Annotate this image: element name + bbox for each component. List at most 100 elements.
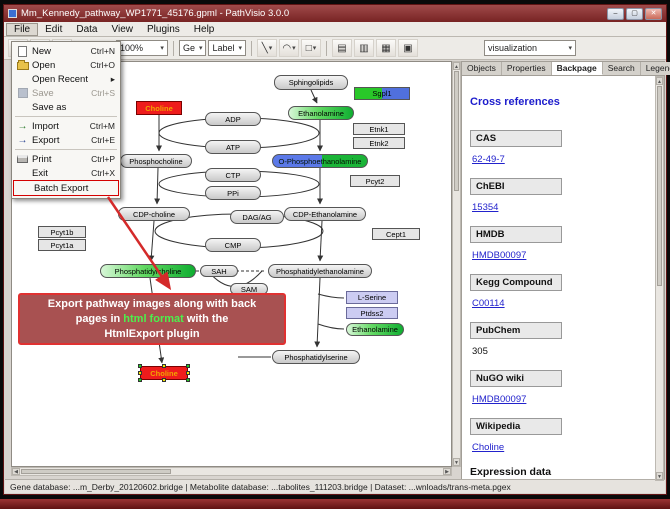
statusbar-text: Gene database: ...m_Derby_20120602.bridg… [10,481,511,492]
align-horizontal-button[interactable]: ▤ [332,39,353,57]
scroll-left-icon[interactable]: ◀ [12,468,20,475]
menubar-item-file[interactable]: File [6,22,39,36]
pathway-node-pcyt1b[interactable]: Pcyt1b [38,226,86,238]
scrollbar-thumb[interactable] [21,469,171,474]
selection-handle[interactable] [162,378,166,382]
tab-objects[interactable]: Objects [462,62,502,75]
close-button[interactable]: ✕ [645,7,662,20]
menu-item-shortcut: Ctrl+S [91,88,115,98]
pathway-node-sphingolipids[interactable]: Sphingolipids [274,75,348,90]
pathway-node-pcyt1a[interactable]: Pcyt1a [38,239,86,251]
minimize-button[interactable]: – [607,7,624,20]
pathway-node-o-phosphoethanolamine[interactable]: O-Phosphoethanolamine [272,154,368,168]
scroll-right-icon[interactable]: ▶ [443,468,451,475]
canvas-vertical-scrollbar[interactable]: ▲ ▼ [452,61,461,467]
pathway-node-choline-bottom[interactable]: Choline [138,364,190,382]
selection-handle[interactable] [186,378,190,382]
crossref-link[interactable]: 15354 [472,202,499,213]
pathway-node-pcyt2[interactable]: Pcyt2 [350,175,400,187]
menu-separator [15,116,117,117]
panel-scrollbar[interactable]: ▲ ▼ [655,76,664,481]
toolbar-separator [172,40,174,56]
shape-tool-button[interactable]: □▾ [301,39,322,57]
crossref-link[interactable]: 62-49-7 [472,154,505,165]
menu-item-shortcut: Ctrl+O [90,60,115,70]
pathway-node-phosphocholine[interactable]: Phosphocholine [120,154,192,168]
scroll-up-icon[interactable]: ▲ [656,77,663,85]
file-menu-item-batch-export[interactable]: Batch Export [13,180,119,196]
tab-legend[interactable]: Legend [640,62,670,75]
pathway-node-sgpl1[interactable]: Sgpl1 [354,87,410,100]
visualization-select[interactable]: visualization▾ [484,40,576,56]
pathway-node-etnk2[interactable]: Etnk2 [353,137,405,149]
selection-handle[interactable] [138,371,142,375]
pathway-node-phosphatidylcholine[interactable]: Phosphatidylcholine [100,264,196,278]
pathway-node-atp[interactable]: ATP [205,140,261,154]
scroll-down-icon[interactable]: ▼ [453,458,460,466]
pathway-node-etnk1[interactable]: Etnk1 [353,123,405,135]
pathway-node-adp[interactable]: ADP [205,112,261,126]
crossref-link[interactable]: HMDB00097 [472,394,527,405]
pathway-node-phosphatidylserine[interactable]: Phosphatidylserine [272,350,360,364]
zoom-select[interactable]: 100%▾ [115,40,168,56]
file-menu-item-save[interactable]: Save Ctrl+S [12,86,120,100]
section-header: CAS [470,130,562,147]
pathway-node-ptdss2[interactable]: Ptdss2 [346,307,398,319]
menu-item-label: Open [32,59,56,71]
file-menu-item-open[interactable]: Open Ctrl+O [12,58,120,72]
tab-backpage[interactable]: Backpage [551,62,603,75]
scroll-down-icon[interactable]: ▼ [656,472,663,480]
tab-search[interactable]: Search [602,62,641,75]
label-tool-select[interactable]: Label▾ [208,40,247,56]
pathway-node-cmp[interactable]: CMP [205,238,261,252]
match-size-button[interactable]: ▣ [398,39,419,57]
selection-handle[interactable] [162,364,166,368]
pathway-node-choline-top[interactable]: Choline [136,101,182,115]
distribute-button[interactable]: ▦ [376,39,397,57]
pathway-node-ctp[interactable]: CTP [205,168,261,182]
crossref-link[interactable]: Choline [472,442,505,453]
zoom-value: 100% [119,43,143,53]
selection-handle[interactable] [186,371,190,375]
pathway-node-cept1[interactable]: Cept1 [372,228,420,240]
scroll-up-icon[interactable]: ▲ [453,62,460,70]
align-vertical-button[interactable]: ▥ [354,39,375,57]
menu-item-label: Save [32,87,54,99]
file-menu-item-open-recent[interactable]: Open Recent▸ [12,72,120,86]
pathway-node-ethanolamine-top[interactable]: Ethanolamine [288,106,354,120]
pathway-node-ethanolamine-2[interactable]: Ethanolamine [346,323,404,336]
pathway-node-cdp-choline[interactable]: CDP-choline [118,207,190,221]
pathway-node-l-serine[interactable]: L-Serine [346,291,398,304]
canvas-horizontal-scrollbar[interactable]: ◀ ▶ [11,467,452,476]
selection-handle[interactable] [138,378,142,382]
pathway-node-phosphatidylethanolamine[interactable]: Phosphatidylethanolamine [268,264,372,278]
menubar-item-data[interactable]: Data [76,23,98,35]
crossref-link[interactable]: HMDB00097 [472,250,527,261]
menubar-item-edit[interactable]: Edit [45,23,63,35]
datanode-type-select[interactable]: Ge▾ [178,40,207,56]
pathway-node-cdp-ethanolamine[interactable]: CDP-Ethanolamine [284,207,366,221]
pathway-node-ppi[interactable]: PPi [205,186,261,200]
crossref-link[interactable]: C00114 [472,298,505,309]
arc-tool-button[interactable]: ◠▾ [279,39,300,57]
menubar-item-view[interactable]: View [111,23,133,35]
scrollbar-thumb[interactable] [454,71,459,191]
scrollbar-thumb[interactable] [657,86,662,286]
pathway-node-sah[interactable]: SAH [200,265,238,277]
selection-handle[interactable] [186,364,190,368]
file-menu-item-save-as[interactable]: Save as [12,100,120,114]
selection-handle[interactable] [138,364,142,368]
line-tool-button[interactable]: ╲▾ [257,39,278,57]
titlebar[interactable]: Mm_Kennedy_pathway_WP1771_45176.gpml - P… [4,5,666,22]
chevron-down-icon: ▾ [568,45,572,52]
tab-properties[interactable]: Properties [501,62,552,75]
menubar-item-plugins[interactable]: Plugins [146,23,180,35]
maximize-button[interactable]: ▢ [626,7,643,20]
pathway-node-dag[interactable]: DAG/AG [230,210,284,224]
menubar-item-help[interactable]: Help [193,23,215,35]
